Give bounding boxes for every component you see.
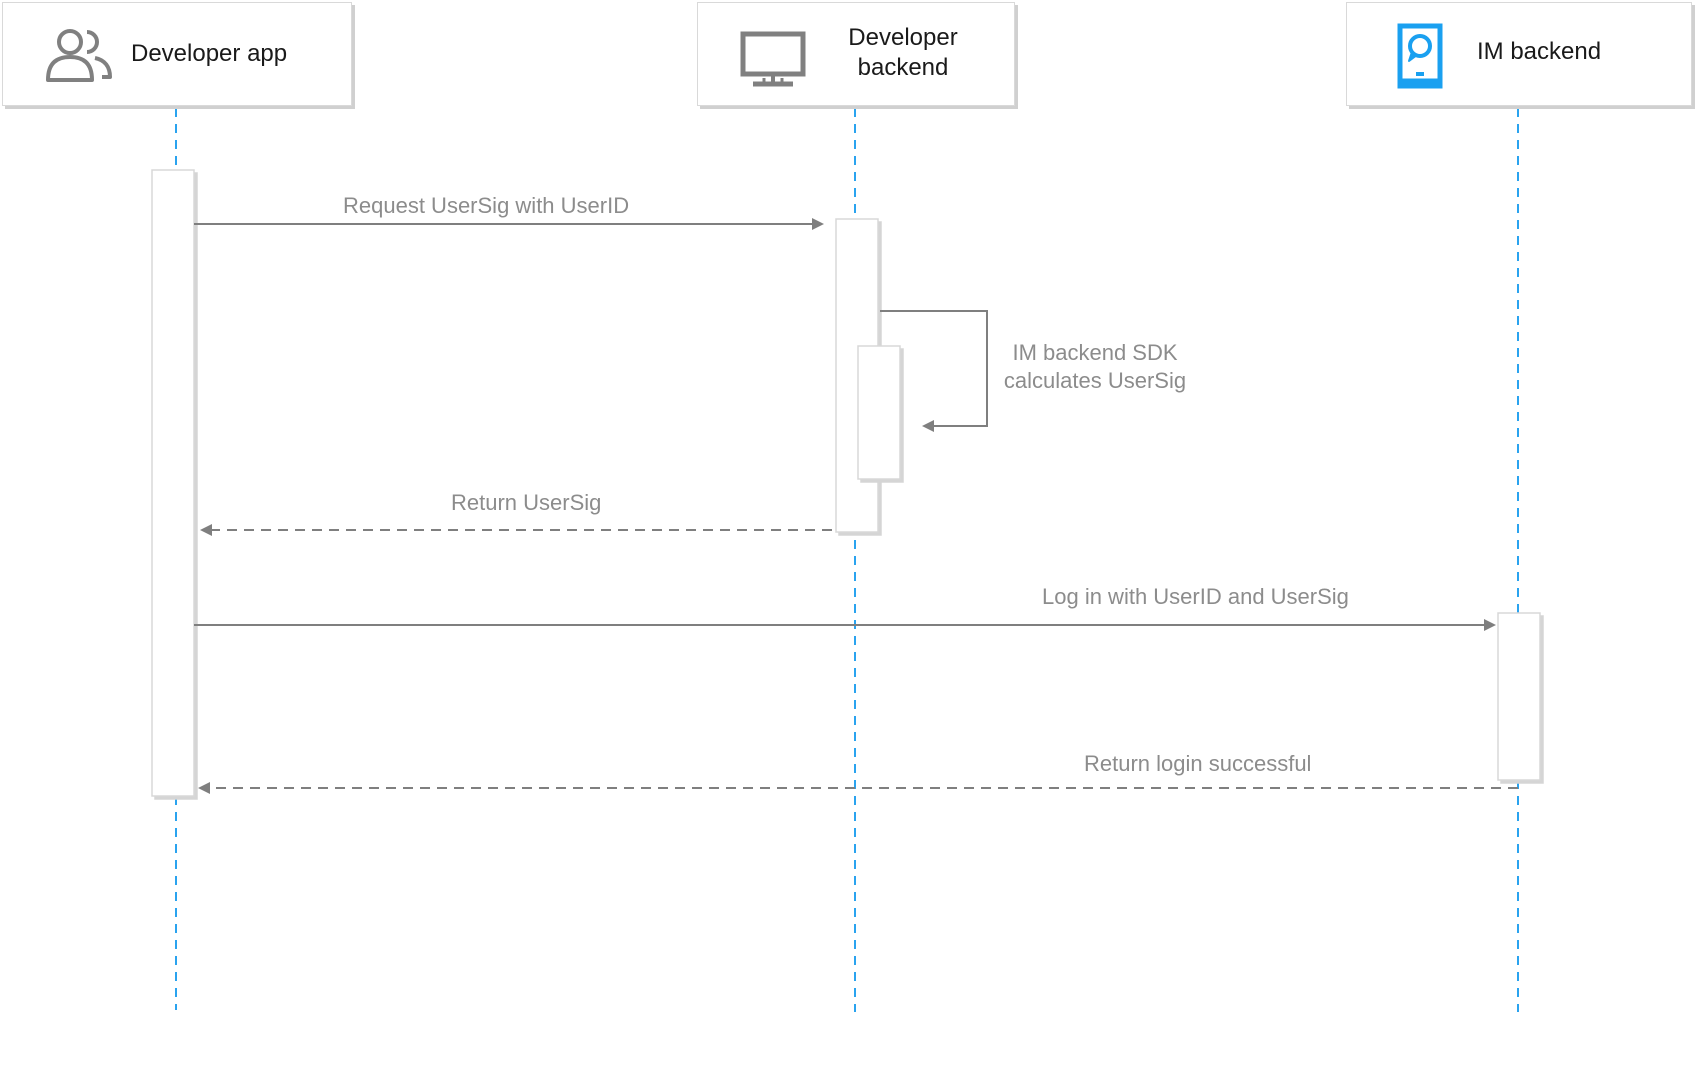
message-label-self-calculate: IM backend SDK calculates UserSig <box>1003 340 1187 393</box>
activation-developer-backend-self <box>857 345 901 480</box>
activation-im-backend <box>1497 612 1541 781</box>
participant-label-developer-backend: Developer backend <box>848 24 958 81</box>
arrow-self-calculate <box>880 310 988 432</box>
participant-im-backend: IM backend <box>1346 2 1692 106</box>
message-label-return-usersig: Return UserSig <box>451 490 602 515</box>
participant-label-im-backend: IM backend <box>1477 38 1602 65</box>
participant-developer-backend: Developer backend <box>697 2 1015 106</box>
message-label-return-login: Return login successful <box>1084 751 1312 776</box>
chat-phone-icon <box>1397 23 1443 94</box>
monitor-icon <box>740 31 806 94</box>
message-label-login: Log in with UserID and UserSig <box>1042 584 1349 609</box>
activation-developer-app <box>151 169 195 797</box>
users-icon <box>43 27 115 88</box>
participant-developer-app: Developer app <box>2 2 352 106</box>
message-label-request-usersig: Request UserSig with UserID <box>343 193 630 218</box>
participant-label-developer-app: Developer app <box>131 40 288 67</box>
